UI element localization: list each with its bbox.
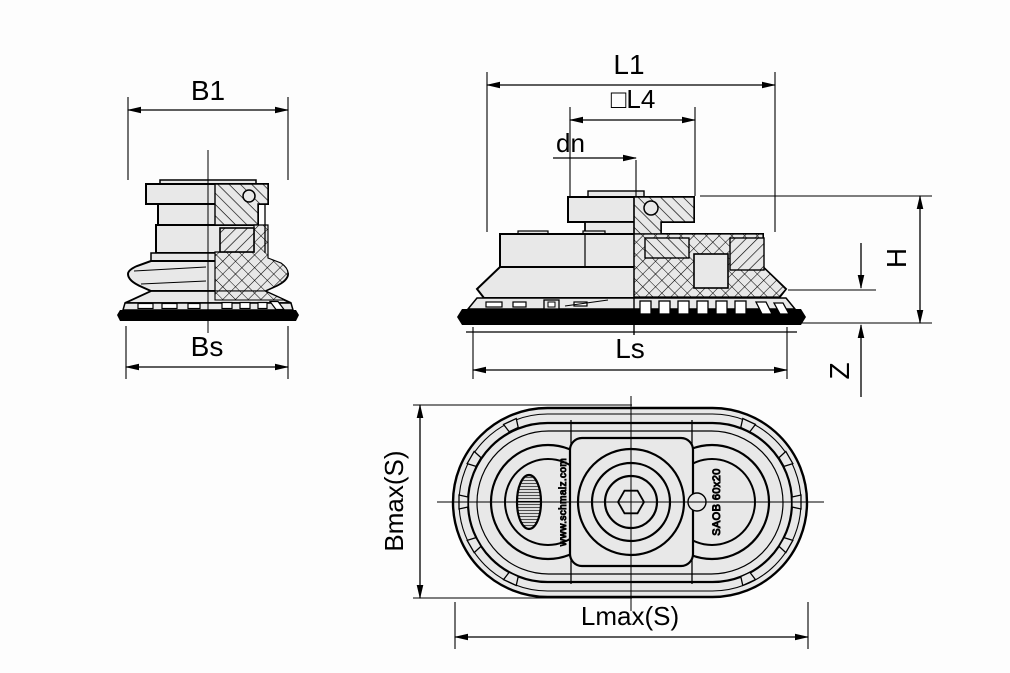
- dim-label-Z: Z: [824, 362, 855, 379]
- front-plate-section-marks: [221, 300, 286, 311]
- plan-view: www.schmalz.com SAOB 60x20: [437, 396, 824, 611]
- dim-H: H: [700, 195, 932, 324]
- front-plate-slots: [137, 302, 201, 310]
- dim-L4: □L4: [569, 84, 696, 196]
- side-view: [457, 190, 806, 335]
- dim-Z: Z: [788, 243, 876, 397]
- dim-Ls: Ls: [472, 327, 788, 379]
- dim-label-Bmax: Bmax(S): [379, 450, 409, 551]
- front-view: [117, 150, 299, 333]
- dim-label-H: H: [881, 248, 912, 268]
- dim-label-Ls: Ls: [615, 333, 645, 364]
- side-plate-teeth: [639, 300, 791, 315]
- dim-Lmax: Lmax(S): [454, 601, 809, 649]
- dim-label-L4: □L4: [611, 84, 656, 114]
- dim-dn: dn: [553, 128, 637, 196]
- dim-label-Bs: Bs: [191, 331, 224, 362]
- dim-B1: B1: [127, 75, 289, 180]
- dim-label-L1: L1: [613, 49, 644, 80]
- dim-Bs: Bs: [125, 326, 289, 379]
- dim-Bmax: Bmax(S): [379, 404, 632, 599]
- dim-label-Lmax: Lmax(S): [581, 601, 679, 631]
- dim-L1: L1: [486, 49, 776, 232]
- dim-label-dn: dn: [556, 128, 585, 158]
- dim-label-B1: B1: [191, 75, 225, 106]
